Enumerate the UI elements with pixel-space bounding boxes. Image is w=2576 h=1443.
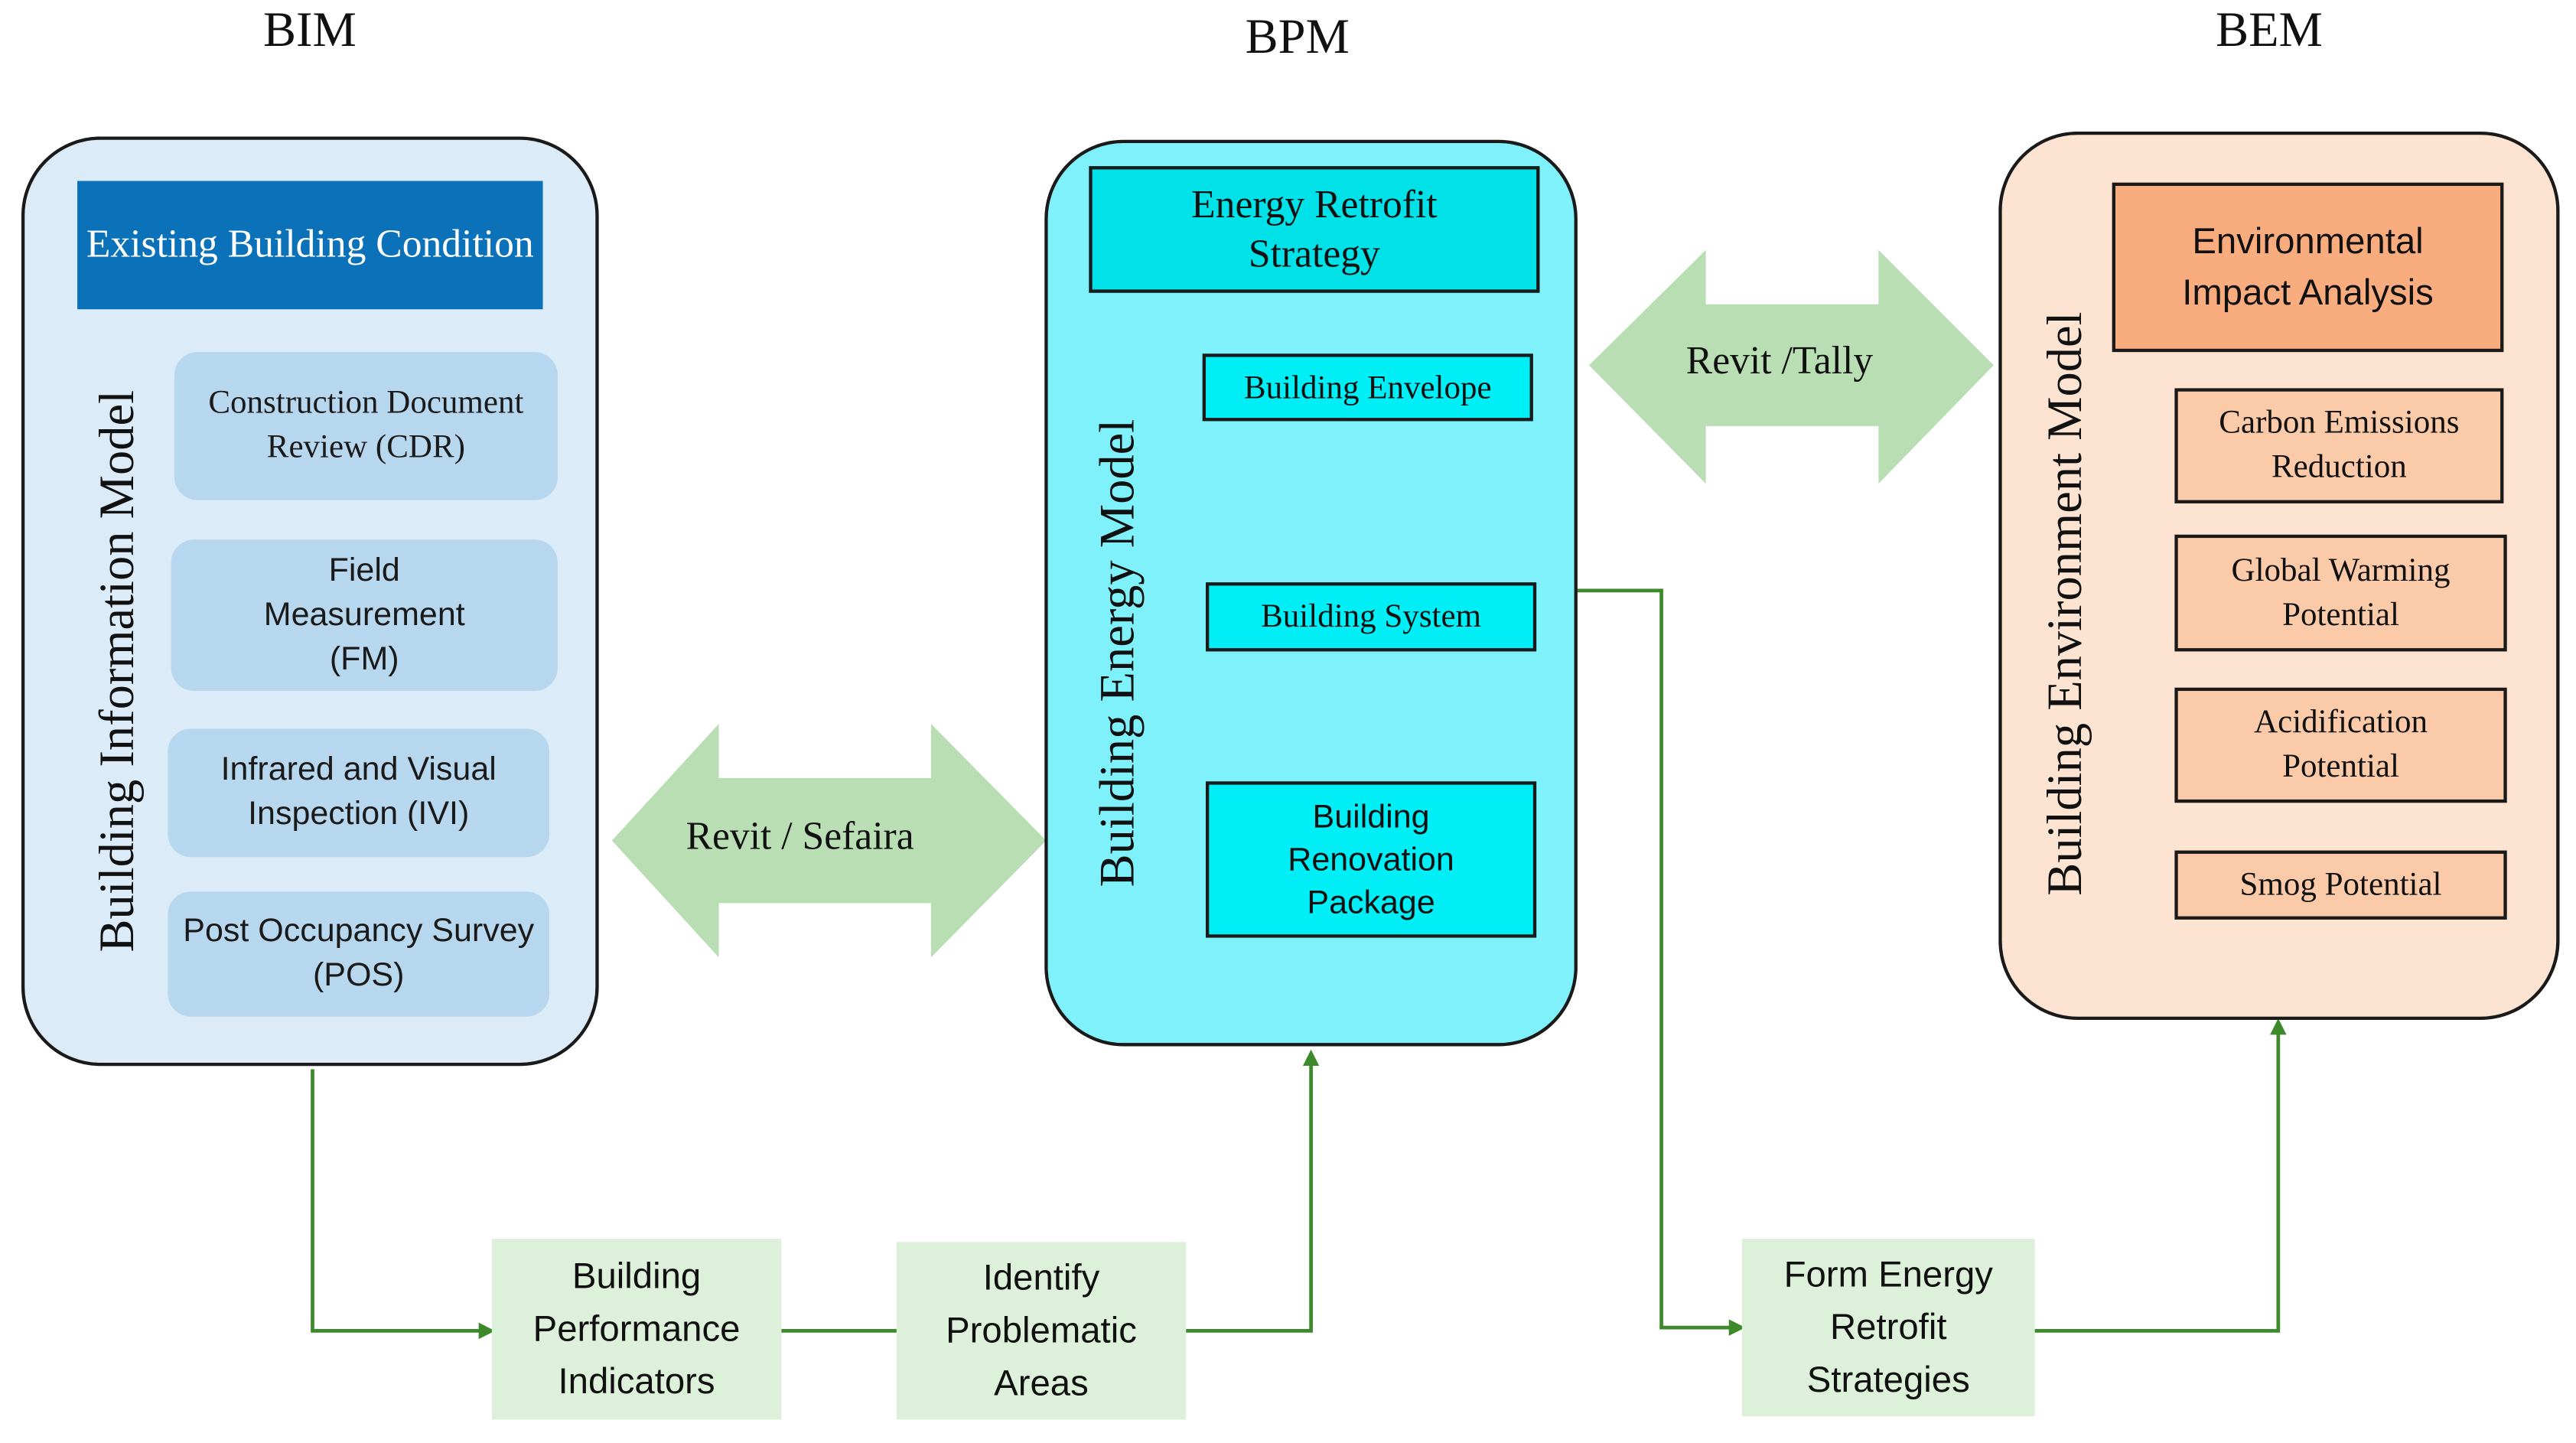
flow-line-bim-to-performance [311, 1069, 496, 1340]
flow-line-problematic-to-bpm [1186, 1049, 1320, 1333]
double-arrow-bpm-bem [1588, 249, 1994, 484]
bpm-column-title: BPM [1245, 9, 1350, 64]
bim-header: Existing Building Condition [77, 181, 543, 310]
bem-header: Environmental Impact Analysis [2112, 182, 2504, 353]
flow-line-system-to-strategies [1577, 588, 1746, 1336]
bem-item-smog: Smog Potential [2174, 850, 2507, 920]
bim-item-fm: Field Measurement (FM) [171, 539, 558, 692]
bim-item-pos: Post Occupancy Survey (POS) [168, 891, 550, 1017]
flow-box-problematic-areas: Identify Problematic Areas [896, 1242, 1187, 1420]
bem-vertical-label: Building Environment Model [2037, 311, 2092, 896]
bpm-vertical-label: Building Energy Model [1090, 419, 1145, 888]
bim-item-cdr: Construction Document Review (CDR) [174, 352, 558, 500]
flow-line-strategies-to-bem [2034, 1018, 2287, 1333]
connector-label-bim-bpm: Revit / Sefaira [686, 816, 914, 859]
bem-item-acidification: Acidification Potential [2174, 687, 2507, 803]
connector-label-bpm-bem: Revit /Tally [1685, 340, 1874, 383]
bpm-item-system: Building System [1205, 582, 1537, 652]
bpm-item-renovation: Building Renovation Package [1205, 781, 1537, 938]
bem-column-title: BEM [2216, 3, 2323, 58]
double-arrow-bim-bpm [611, 724, 1047, 958]
bim-item-ivi: Infrared and Visual Inspection (IVI) [168, 728, 550, 858]
bim-vertical-label: Building Information Model [90, 389, 145, 953]
bem-item-gwp: Global Warming Potential [2174, 534, 2507, 652]
bem-item-carbon: Carbon Emissions Reduction [2174, 388, 2504, 503]
flow-box-retrofit-strategies: Form Energy Retrofit Strategies [1741, 1238, 2035, 1417]
bpm-item-envelope: Building Envelope [1202, 353, 1533, 422]
flow-box-performance-indicators: Building Performance Indicators [491, 1238, 782, 1420]
bpm-header: Energy Retrofit Strategy [1089, 166, 1540, 293]
bim-column-title: BIM [263, 3, 357, 58]
